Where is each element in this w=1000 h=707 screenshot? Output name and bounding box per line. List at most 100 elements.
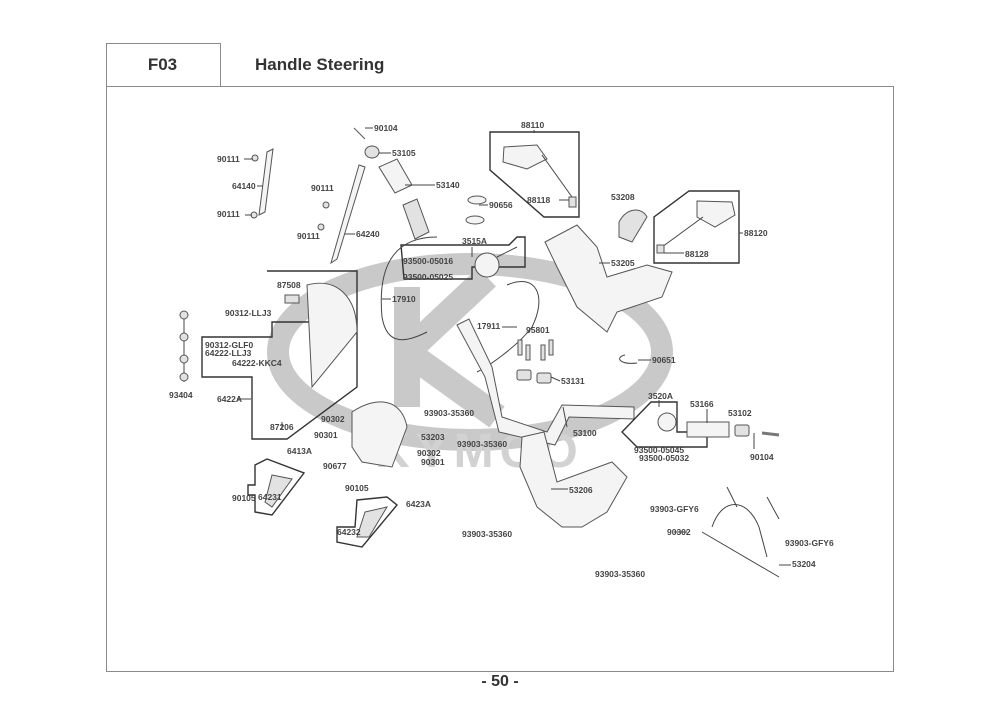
- label-88110: 88110: [521, 120, 544, 130]
- part-95801-bolts: [517, 339, 554, 361]
- label-17911: 17911: [477, 321, 500, 331]
- part-88120-mirror-right: [656, 200, 736, 254]
- label-53105: 53105: [392, 148, 416, 158]
- part-53205-front-cover: [544, 224, 673, 333]
- part-90104-bolt-right: [761, 431, 780, 437]
- label-90105-a: 90105: [232, 493, 256, 503]
- label-53206: 53206: [569, 485, 593, 495]
- part-53102-bar-end: [734, 424, 750, 437]
- part-53105-bar-end: [364, 145, 380, 159]
- label-90301-b: 90301: [421, 457, 445, 467]
- label-88118: 88118: [527, 195, 550, 205]
- part-53206-lower-cover: [519, 431, 628, 528]
- label-90111-a: 90111: [217, 154, 240, 164]
- label-90677: 90677: [323, 461, 347, 471]
- label-64240: 64240: [356, 229, 380, 239]
- part-53208-cover: [618, 209, 648, 243]
- label-3520A: 3520A: [648, 391, 673, 401]
- part-53204-rack: [701, 486, 780, 578]
- label-90301-a: 90301: [314, 430, 338, 440]
- part-53166-throttle-grip: [686, 421, 730, 438]
- part-53131-holders: [516, 369, 552, 384]
- part-3520A-switch: [657, 412, 677, 432]
- part-17911-cable: [476, 280, 540, 373]
- label-93500-05025: 93500-05025: [403, 272, 453, 282]
- part-90651-clip: [619, 354, 638, 364]
- label-90111-b: 90111: [217, 209, 240, 219]
- assembly-box-88120: [653, 190, 740, 264]
- label-53203: 53203: [421, 432, 445, 442]
- label-53166: 53166: [690, 399, 714, 409]
- label-90111-c: 90111: [311, 183, 334, 193]
- label-93500-05016: 93500-05016: [403, 256, 453, 266]
- assembly-box-6413A: [247, 458, 306, 516]
- label-93903-35360-c: 93903-35360: [462, 529, 512, 539]
- label-90312-GLF0: 90312-GLF0: [205, 340, 253, 350]
- label-90302-b: 90302: [417, 448, 441, 458]
- label-3515A: 3515A: [462, 236, 487, 246]
- page-title: Handle Steering: [255, 55, 385, 74]
- part-53203-inner-shield: [351, 401, 408, 468]
- assembly-box-6423A: [336, 496, 398, 548]
- label-87508: 87508: [277, 280, 301, 290]
- part-90656-clip: [465, 195, 487, 225]
- label-17910: 17910: [392, 294, 416, 304]
- label-6423A: 6423A: [406, 499, 431, 509]
- assembly-box-88110: [489, 131, 580, 218]
- part-87508-windshield: [284, 282, 358, 389]
- leader-lines: [237, 127, 791, 566]
- label-53205: 53205: [611, 258, 635, 268]
- label-90651: 90651: [652, 355, 676, 365]
- label-64231: 64231: [258, 492, 282, 502]
- label-88120: 88120: [744, 228, 768, 238]
- label-90104: 90104: [374, 123, 398, 133]
- section-code: F03: [147, 54, 178, 74]
- label-6413A: 6413A: [287, 446, 312, 456]
- label-53102: 53102: [728, 408, 752, 418]
- assembly-box-3520A: [621, 401, 708, 448]
- label-93903-35360-a: 93903-35360: [424, 408, 474, 418]
- label-64222-LLJ3: 64222-LLJ3: [205, 348, 252, 358]
- part-53140-grip: [378, 158, 430, 240]
- part-64231-trim: [264, 474, 293, 508]
- label-90312-LLJ3: 90312-LLJ3: [225, 308, 272, 318]
- label-93500-05045: 93500-05045: [634, 445, 684, 455]
- label-93903-GFY6-b: 93903-GFY6: [785, 538, 834, 548]
- label-93903-GFY6-a: 93903-GFY6: [650, 504, 699, 514]
- assembly-box-6422A: [201, 270, 358, 440]
- label-90105-b: 90105: [345, 483, 369, 493]
- part-90104-bolt: [353, 127, 366, 140]
- screws-90111: [250, 154, 330, 231]
- page-number: - 50 -: [481, 673, 519, 690]
- label-6422A: 6422A: [217, 394, 242, 404]
- label-93404: 93404: [169, 390, 193, 400]
- part-88110-mirror-left: [502, 144, 577, 208]
- label-64140: 64140: [232, 181, 256, 191]
- label-93500-05032: 93500-05032: [639, 453, 689, 463]
- diagram-frame: [106, 86, 894, 672]
- label-90656: 90656: [489, 200, 513, 210]
- label-64232: 64232: [337, 527, 361, 537]
- label-95801: 95801: [526, 325, 550, 335]
- label-93903-35360-d: 93903-35360: [595, 569, 645, 579]
- label-53131: 53131: [561, 376, 585, 386]
- part-64140-trim: [258, 148, 274, 216]
- label-64222-KKC4: 64222-KKC4: [232, 358, 282, 368]
- part-3515A-switch: [474, 246, 518, 278]
- part-64232-trim: [356, 506, 389, 538]
- label-53100: 53100: [573, 428, 597, 438]
- label-53140: 53140: [436, 180, 460, 190]
- part-17910-cable: [380, 236, 438, 341]
- label-88128: 88128: [685, 249, 709, 259]
- exploded-parts-diagram: KYMCO: [169, 120, 834, 579]
- label-53204: 53204: [792, 559, 816, 569]
- assembly-box-3515A: [400, 236, 526, 280]
- label-90302-a: 90302: [321, 414, 345, 424]
- label-93903-35360-b: 93903-35360: [457, 439, 507, 449]
- label-90111-d: 90111: [297, 231, 320, 241]
- part-64240-trim: [330, 164, 366, 265]
- part-93404-bolts: [179, 310, 189, 382]
- part-53100-handlebar: [456, 318, 635, 446]
- label-90104-right: 90104: [750, 452, 774, 462]
- label-53208: 53208: [611, 192, 635, 202]
